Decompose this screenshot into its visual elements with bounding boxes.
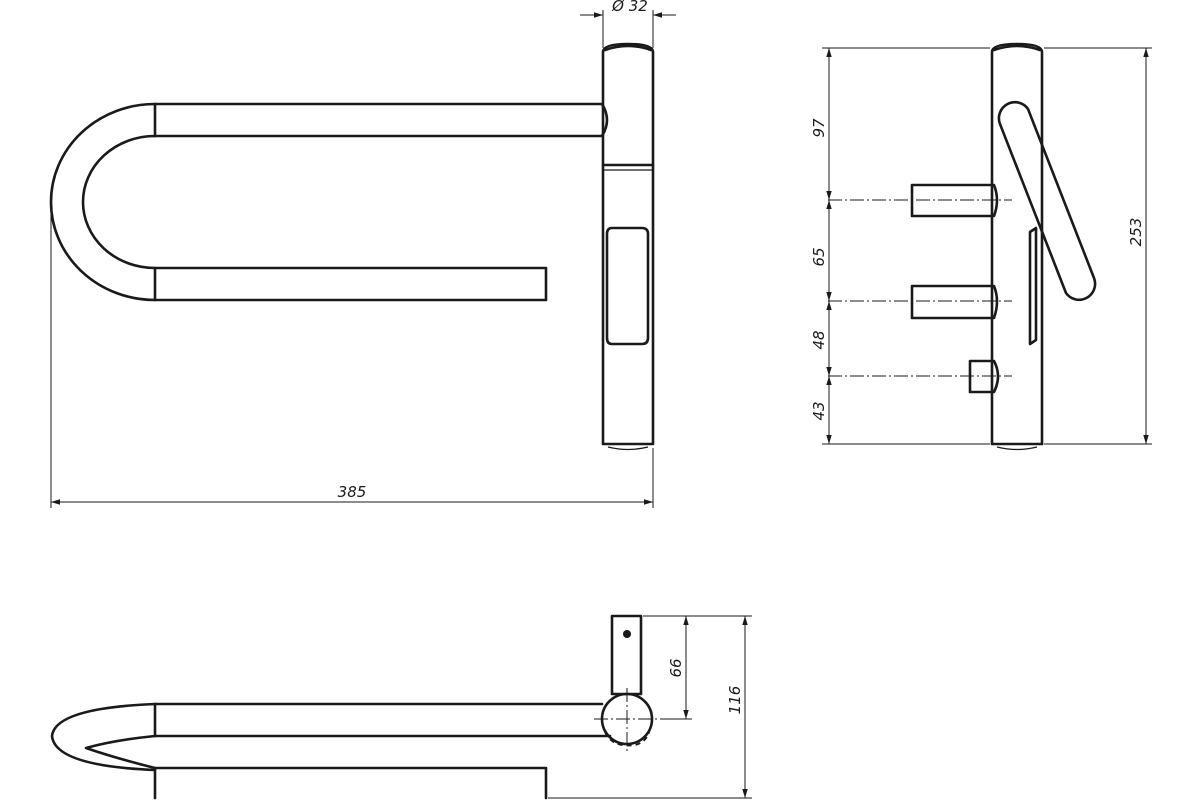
top-view: 66 116 (50, 614, 752, 800)
dim-diameter: Ø 32 (580, 0, 676, 48)
dim-total-depth: 116 (726, 616, 748, 798)
wall-bracket (610, 614, 643, 696)
dim-total-height: 253 (1127, 48, 1149, 444)
swing-arm (997, 100, 1097, 346)
screw-hole-icon (623, 630, 631, 638)
dim-width: 385 (50, 205, 654, 508)
dim-top-segment-label: 97 (810, 118, 828, 138)
dim-total-height-label: 253 (1127, 218, 1145, 247)
top-u-tube (50, 702, 612, 800)
mounting-pins (910, 183, 1000, 394)
top-hub (594, 688, 660, 752)
side-column (990, 42, 1044, 451)
dim-lower-segment-label: 48 (810, 330, 828, 349)
dim-width-label: 385 (338, 483, 367, 501)
front-column (601, 42, 655, 451)
dim-bracket-depth: 66 (667, 616, 689, 719)
dim-total-depth-label: 116 (726, 686, 744, 715)
dim-diameter-label: Ø 32 (611, 0, 648, 15)
dim-bottom-segment-label: 43 (810, 401, 828, 420)
dim-chain-vertical: 97 65 48 43 (810, 48, 832, 444)
dim-bracket-depth-label: 66 (667, 658, 685, 677)
dim-mid-segment-label: 65 (810, 247, 828, 266)
side-view: 97 65 48 43 253 (810, 42, 1152, 451)
front-view: Ø 32 385 (49, 0, 676, 508)
u-tube (49, 102, 609, 302)
